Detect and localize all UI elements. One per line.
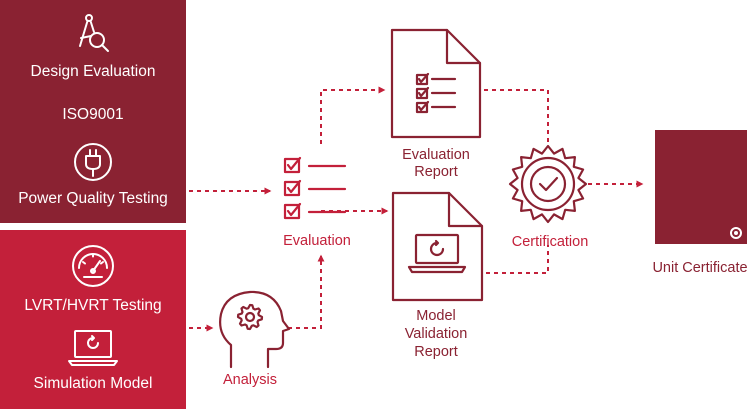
checklist-icon bbox=[283, 156, 347, 220]
lvrt-hvrt-testing-label: LVRT/HVRT Testing bbox=[24, 297, 162, 314]
inputs-top-panel: Design Evaluation ISO9001 Power Quality … bbox=[0, 0, 186, 223]
laptop-refresh-icon bbox=[68, 330, 118, 366]
evaluation-report-label-line1: Evaluation bbox=[402, 147, 470, 163]
evaluation-report-label-line2: Report bbox=[414, 164, 458, 180]
connector-evaluation-to-evaluation-report bbox=[320, 86, 386, 144]
certificate-box-icon bbox=[655, 130, 747, 244]
head-gear-icon bbox=[219, 290, 291, 369]
model-validation-report-label-line3: Report bbox=[414, 344, 458, 360]
connector-evaluation-report-to-certification bbox=[484, 89, 549, 145]
iso9001-label: ISO9001 bbox=[62, 106, 124, 123]
evaluation-label: Evaluation bbox=[283, 233, 351, 249]
gauge-icon bbox=[72, 245, 114, 287]
connector-analysis-to-evaluation bbox=[288, 254, 325, 329]
certification-label: Certification bbox=[511, 234, 589, 250]
connector-model-report-to-certification bbox=[486, 245, 549, 274]
model-validation-report-label-line2: Validation bbox=[404, 326, 468, 342]
drafting-compass-search-icon bbox=[79, 14, 109, 52]
model-validation-report-label-line1: Model bbox=[416, 308, 456, 324]
design-evaluation-label: Design Evaluation bbox=[30, 63, 156, 80]
certification-seal-icon bbox=[508, 144, 588, 224]
power-quality-testing-label: Power Quality Testing bbox=[18, 190, 168, 207]
inputs-bottom-panel: LVRT/HVRT Testing Simulation Model bbox=[0, 230, 186, 409]
simulation-model-label: Simulation Model bbox=[33, 375, 153, 392]
analysis-label: Analysis bbox=[223, 372, 277, 388]
checklist-document-icon bbox=[390, 28, 482, 139]
unit-certificate-label: Unit Certificate bbox=[652, 260, 748, 276]
power-plug-icon bbox=[74, 143, 112, 181]
laptop-document-icon bbox=[391, 191, 484, 302]
